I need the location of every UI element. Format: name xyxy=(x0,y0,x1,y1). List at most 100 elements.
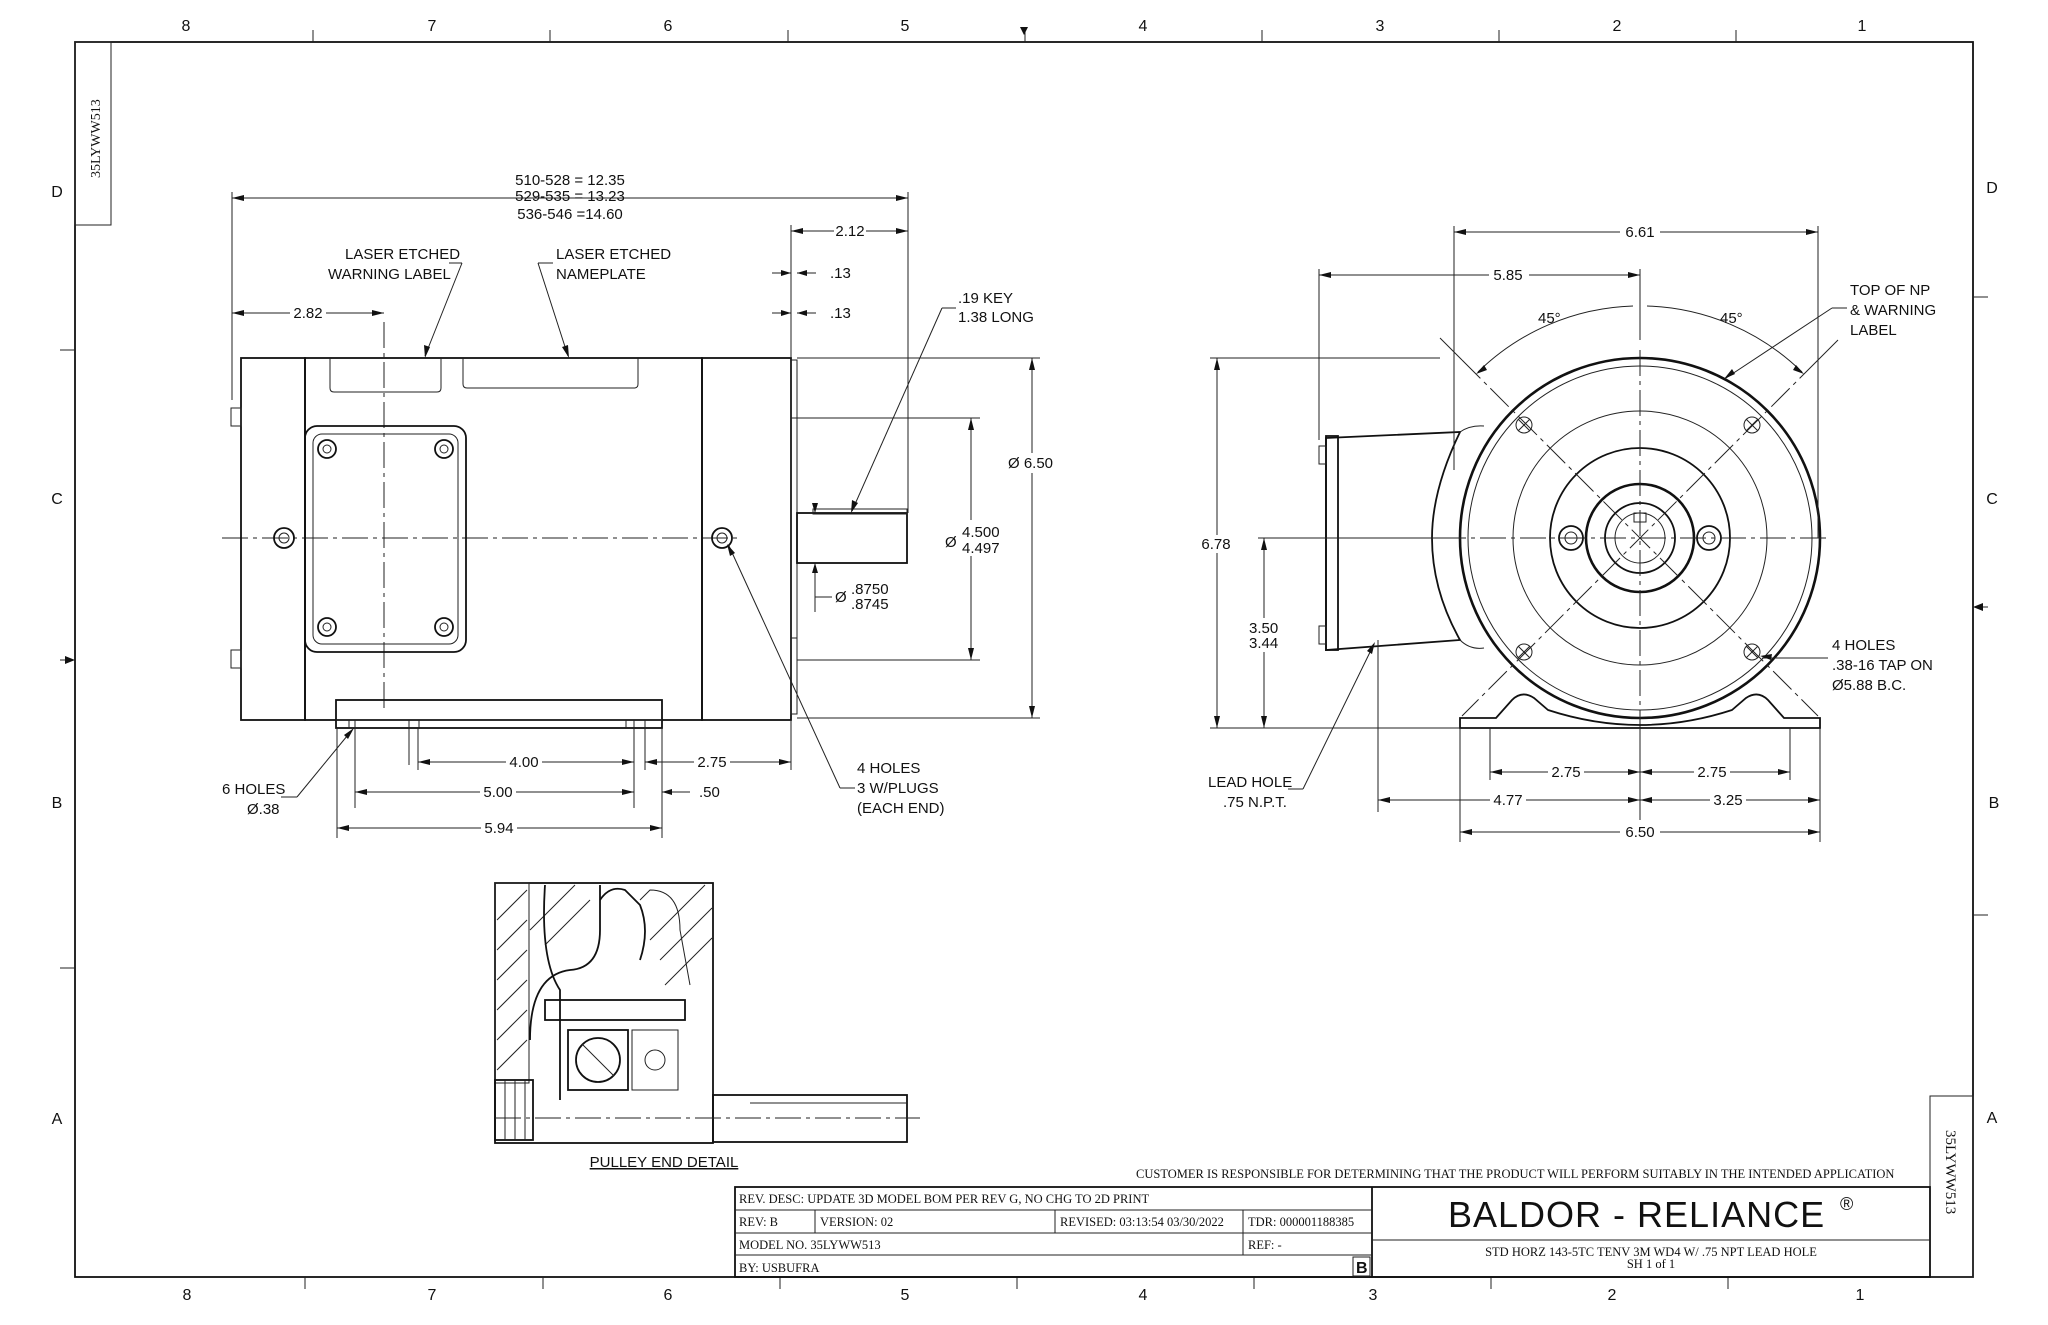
dim-shaft-min: .8745 xyxy=(851,596,889,613)
col-label: 4 xyxy=(1139,1287,1148,1304)
row-label: C xyxy=(51,491,63,508)
label-np-1: TOP OF NP xyxy=(1850,282,1930,299)
col-label: 7 xyxy=(428,18,437,35)
dim-length-2: 529-535 = 13.23 xyxy=(515,188,625,205)
label-warning-2: WARNING LABEL xyxy=(328,266,451,283)
dim-foot-275-right: 2.75 xyxy=(1697,764,1726,781)
end-view: 6.61 5.85 45° 45° TOP OF NP & WARNING LA… xyxy=(1196,223,1936,842)
rev-letter: B xyxy=(1356,1260,1368,1277)
row-label: C xyxy=(1986,491,1998,508)
dim-angle-left: 45° xyxy=(1538,310,1561,327)
row-label: A xyxy=(1987,1110,1998,1127)
col-label: 2 xyxy=(1608,1287,1617,1304)
version: VERSION: 02 xyxy=(820,1215,893,1229)
dim-foot-650: 6.50 xyxy=(1625,824,1654,841)
grid-labels: 8 7 6 5 4 3 2 1 8 7 6 5 4 3 2 1 D C B A … xyxy=(51,18,1999,1304)
dim-foot-477: 4.77 xyxy=(1493,792,1522,809)
description: STD HORZ 143-5TC TENV 3M WD4 W/ .75 NPT … xyxy=(1485,1245,1817,1259)
model-no: MODEL NO. 35LYWW513 xyxy=(739,1238,881,1252)
dim-shaft-h-1: 3.50 xyxy=(1249,620,1278,637)
disclaimer-text: CUSTOMER IS RESPONSIBLE FOR DETERMINING … xyxy=(1136,1167,1894,1181)
svg-text:Ø: Ø xyxy=(835,589,847,606)
col-label: 3 xyxy=(1376,18,1385,35)
dim-nameplate-offset: 2.82 xyxy=(293,305,322,322)
col-label: 1 xyxy=(1856,1287,1865,1304)
dim-key-gap-2: .13 xyxy=(830,305,851,322)
dim-base-594: 5.94 xyxy=(484,820,513,837)
label-key-1: .19 KEY xyxy=(958,290,1013,307)
dim-foot-325: 3.25 xyxy=(1713,792,1742,809)
dim-frame-diameter: Ø 6.50 xyxy=(1008,455,1053,472)
detail-caption: PULLEY END DETAIL xyxy=(590,1154,739,1171)
label-key-2: 1.38 LONG xyxy=(958,309,1034,326)
dim-length-3: 536-546 =14.60 xyxy=(517,206,623,223)
dim-pilot-max: 4.500 xyxy=(962,524,1000,541)
label-hole-dia: Ø.38 xyxy=(247,801,280,818)
dim-shaft-max: .8750 xyxy=(851,581,889,598)
col-label: 5 xyxy=(901,1287,910,1304)
dim-key-gap-1: .13 xyxy=(830,265,851,282)
col-label: 3 xyxy=(1369,1287,1378,1304)
label-each-end: (EACH END) xyxy=(857,800,945,817)
side-view: 510-528 = 12.35 529-535 = 13.23 536-546 … xyxy=(222,172,1056,838)
label-lead-1: LEAD HOLE xyxy=(1208,774,1292,791)
tapped-holes xyxy=(1515,416,1761,661)
dim-foot-275-left: 2.75 xyxy=(1551,764,1580,781)
dim-length-1: 510-528 = 12.35 xyxy=(515,172,625,189)
drawing-id-box-top: 35LYWW513 xyxy=(74,41,112,226)
label-6-holes: 6 HOLES xyxy=(222,781,285,798)
svg-text:Ø: Ø xyxy=(945,534,957,551)
label-4-holes: 4 HOLES xyxy=(857,760,920,777)
svg-text:35LYWW513: 35LYWW513 xyxy=(1942,1130,1958,1214)
drawing-id-box-bottom: 35LYWW513 xyxy=(1929,1095,1974,1278)
col-label: 8 xyxy=(183,1287,192,1304)
label-np-2: & WARNING xyxy=(1850,302,1936,319)
revised-date: REVISED: 03:13:54 03/30/2022 xyxy=(1060,1215,1224,1229)
dim-width-661: 6.61 xyxy=(1625,224,1654,241)
col-label: 4 xyxy=(1139,18,1148,35)
dim-base-5: 5.00 xyxy=(483,784,512,801)
dim-base-050: .50 xyxy=(699,784,720,801)
row-label: A xyxy=(52,1111,63,1128)
row-label: D xyxy=(1986,180,1998,197)
label-lead-2: .75 N.P.T. xyxy=(1223,794,1287,811)
label-plugs: 3 W/PLUGS xyxy=(857,780,939,797)
dim-angle-right: 45° xyxy=(1720,310,1743,327)
dim-height-678: 6.78 xyxy=(1201,536,1230,553)
drawing-border xyxy=(60,27,1988,1289)
col-label: 8 xyxy=(182,18,191,35)
label-nameplate-1: LASER ETCHED xyxy=(556,246,671,263)
col-label: 5 xyxy=(901,18,910,35)
col-label: 6 xyxy=(664,18,673,35)
rev: REV: B xyxy=(739,1215,778,1229)
label-nameplate-2: NAMEPLATE xyxy=(556,266,646,283)
col-label: 2 xyxy=(1613,18,1622,35)
dim-shaft-h-2: 3.44 xyxy=(1249,635,1278,652)
svg-text:35LYWW513: 35LYWW513 xyxy=(89,99,104,178)
rev-desc: REV. DESC: UPDATE 3D MODEL BOM PER REV G… xyxy=(739,1192,1149,1206)
col-label: 1 xyxy=(1858,18,1867,35)
brand-logo: BALDOR - RELIANCE xyxy=(1448,1194,1825,1235)
label-warning-1: LASER ETCHED xyxy=(345,246,460,263)
registered-mark: ® xyxy=(1840,1194,1853,1214)
row-label: B xyxy=(1989,795,2000,812)
pulley-end-detail: PULLEY END DETAIL xyxy=(494,882,920,1171)
tdr: TDR: 000001188385 xyxy=(1248,1215,1354,1229)
dim-base-275: 2.75 xyxy=(697,754,726,771)
dim-pilot-min: 4.497 xyxy=(962,540,1000,557)
label-tap-1: 4 HOLES xyxy=(1832,637,1895,654)
drawn-by: BY: USBUFRA xyxy=(739,1261,819,1275)
dim-shaft-ext: 2.12 xyxy=(835,223,864,240)
title-block: CUSTOMER IS RESPONSIBLE FOR DETERMINING … xyxy=(734,1167,1931,1278)
ref: REF: - xyxy=(1248,1238,1282,1252)
row-label: B xyxy=(52,795,63,812)
sheet-number: SH 1 of 1 xyxy=(1627,1257,1675,1271)
dim-base-4: 4.00 xyxy=(509,754,538,771)
label-tap-2: .38-16 TAP ON xyxy=(1832,657,1933,674)
label-tap-3: Ø5.88 B.C. xyxy=(1832,677,1906,694)
col-label: 6 xyxy=(664,1287,673,1304)
label-np-3: LABEL xyxy=(1850,322,1897,339)
row-label: D xyxy=(51,184,63,201)
col-label: 7 xyxy=(428,1287,437,1304)
